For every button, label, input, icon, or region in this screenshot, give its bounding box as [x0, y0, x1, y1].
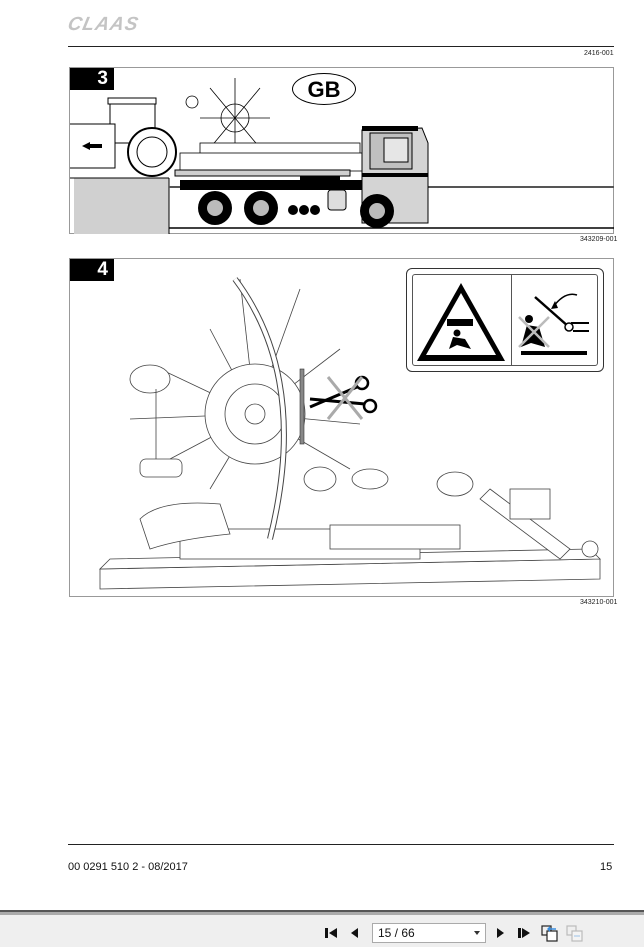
figure-number: 3: [70, 68, 114, 90]
figure-3: 3: [69, 67, 614, 234]
next-page-icon: [497, 928, 504, 938]
previous-view-button[interactable]: [541, 923, 559, 943]
safety-warning-pictograms: [406, 268, 604, 372]
page-number-select[interactable]: 15 / 66: [372, 923, 486, 943]
footer-rule: [68, 844, 614, 845]
previous-view-icon: [541, 925, 558, 942]
rake-on-trailer-illustration: [99, 277, 601, 590]
document-page: CLAAS 2416-001 3: [65, 14, 618, 873]
first-page-button[interactable]: [323, 925, 339, 941]
footer-doc-number: 00 0291 510 2 - 08/2017: [68, 861, 188, 873]
header-rule: [68, 46, 614, 47]
previous-page-button[interactable]: [349, 925, 361, 941]
gb-country-badge: GB: [292, 73, 356, 105]
truck-loading-illustration: [70, 78, 614, 234]
figure-3-ref: 343209-001: [580, 236, 618, 243]
pdf-viewer-toolbar: 15 / 66: [0, 910, 644, 947]
first-page-icon: [325, 928, 337, 938]
last-page-button[interactable]: [516, 925, 532, 941]
pictogram-divider: [511, 275, 512, 365]
previous-page-icon: [351, 928, 358, 938]
crush-hazard-warning-icon: [417, 283, 505, 361]
next-view-icon: [566, 925, 583, 942]
header-doc-ref: 2416-001: [584, 50, 614, 57]
next-page-button[interactable]: [494, 925, 506, 941]
do-not-stand-under-icon: [518, 293, 589, 355]
last-page-icon: [518, 928, 530, 938]
scissors-cut-icon: [309, 375, 378, 420]
page-indicator: 15 / 66: [378, 926, 415, 940]
figure-number: 4: [70, 259, 114, 281]
figure-4-ref: 343210-001: [580, 599, 618, 606]
claas-logo: CLAAS: [65, 14, 141, 35]
footer-page-number: 15: [600, 861, 613, 873]
dropdown-caret-icon: [474, 931, 480, 935]
next-view-button[interactable]: [566, 923, 584, 943]
